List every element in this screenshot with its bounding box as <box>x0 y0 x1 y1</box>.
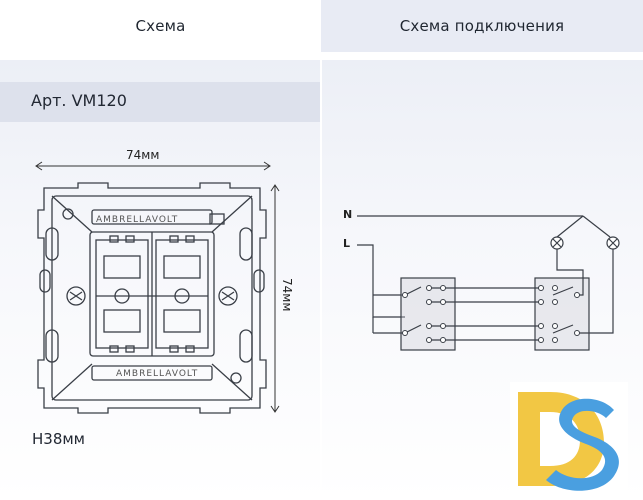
switch-mechanism-drawing: 74мм 74мм <box>35 148 294 414</box>
tab-wiring-scheme[interactable]: Схема подключения <box>321 0 643 52</box>
tab-scheme-label: Схема <box>135 17 186 35</box>
panel-divider <box>320 60 322 500</box>
width-dimension <box>35 161 271 171</box>
neutral-label: N <box>343 208 352 221</box>
article-number: Арт. VM120 <box>31 91 127 110</box>
wiring-diagram: N L <box>343 208 620 351</box>
article-strip <box>0 82 320 122</box>
brand-engraving-top: AMBRELLAVOLT <box>96 215 178 225</box>
depth-label: H38мм <box>32 430 85 448</box>
height-dimension <box>270 184 280 413</box>
mounting-frame <box>37 182 267 414</box>
lamp-icon <box>550 236 564 250</box>
brand-engraving-bottom: AMBRELLAVOLT <box>116 369 198 379</box>
tab-scheme[interactable]: Схема <box>0 0 321 52</box>
ds-logo <box>510 382 628 494</box>
switch-contacts <box>402 285 580 343</box>
line-label: L <box>343 237 350 250</box>
wiring-lines <box>357 215 614 351</box>
width-dimension-label: 74мм <box>126 148 159 162</box>
lamp-icon <box>606 236 620 250</box>
tab-wiring-scheme-label: Схема подключения <box>399 17 565 35</box>
height-dimension-label: 74мм <box>280 278 294 311</box>
